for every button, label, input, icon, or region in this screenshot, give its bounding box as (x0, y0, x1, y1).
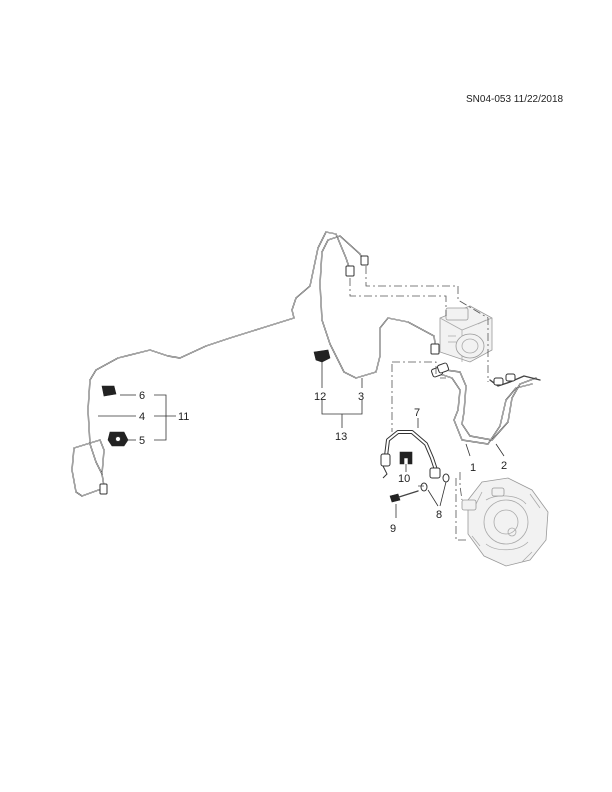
callout-3: 3 (358, 391, 364, 403)
callout-9: 9 (390, 523, 396, 535)
brake-caliper-assembly (461, 477, 549, 567)
callout-4: 4 (139, 411, 145, 423)
brake-pipe-3 (319, 235, 437, 379)
callout-7: 7 (414, 407, 420, 419)
clip-5 (107, 431, 129, 447)
callout-12: 12 (314, 391, 326, 403)
abs-modulator-unit (439, 305, 493, 363)
callout-10: 10 (398, 473, 410, 485)
pipe-fittings (99, 255, 440, 495)
callout-13: 13 (335, 431, 347, 443)
callout-11: 11 (178, 411, 189, 423)
callout-8: 8 (436, 509, 442, 521)
callout-2: 2 (501, 460, 507, 472)
rear-brake-pipe (71, 231, 351, 497)
bolt-9 (389, 490, 419, 503)
callout-5: 5 (139, 435, 145, 447)
washers-8 (420, 473, 450, 492)
clip-12 (313, 349, 331, 363)
leader-lines (98, 362, 505, 518)
callout-1: 1 (470, 462, 476, 474)
clip-6 (101, 385, 117, 397)
document-code: SN04-053 11/22/2018 (466, 94, 564, 105)
brake-hose-7 (380, 430, 441, 479)
clip-10 (399, 451, 413, 465)
routing-lines (349, 266, 489, 541)
brake-pipes-1-2 (430, 362, 541, 445)
callout-6: 6 (139, 390, 145, 402)
